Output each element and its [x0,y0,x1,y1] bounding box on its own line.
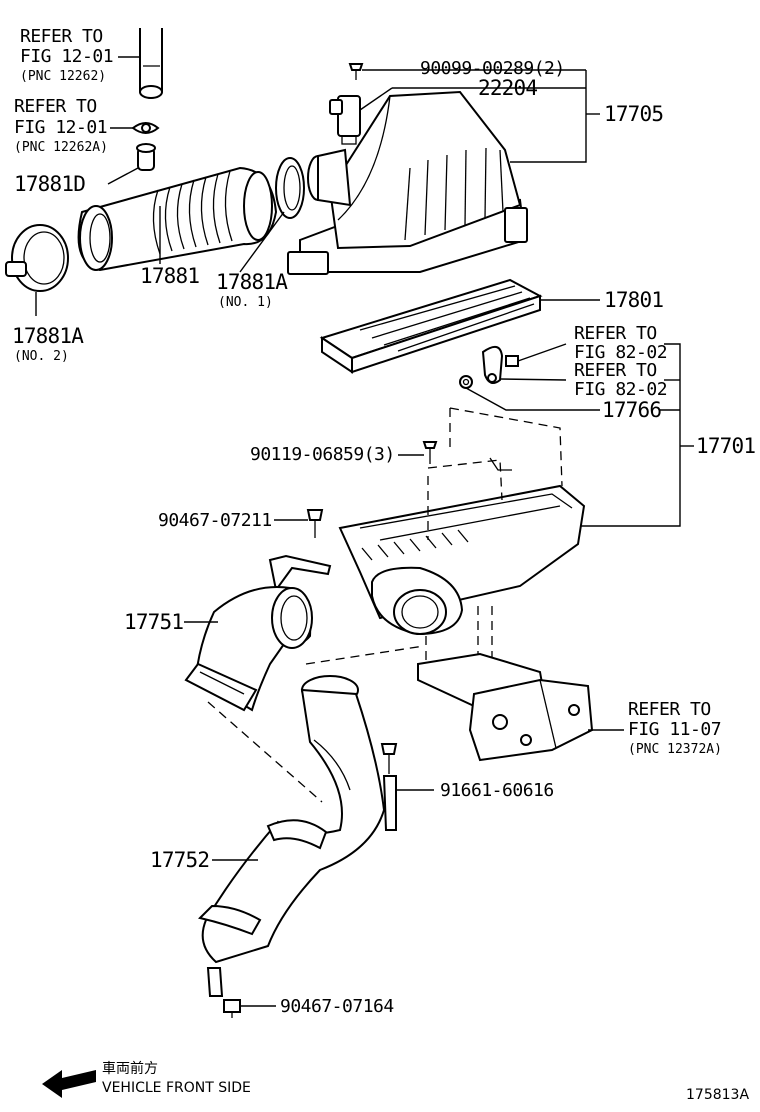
part-label-17881[interactable]: 17881 [140,264,200,288]
hose-clamp-no2-icon [5,224,69,292]
part-label-91661-60616[interactable]: 91661-60616 [440,780,554,801]
part-label-90467-07211[interactable]: 90467-07211 [158,510,272,531]
ref-fig-82-02-a-line2[interactable]: FIG 82-02 [574,342,668,363]
fitting-17881d-icon [136,143,156,171]
mount-bracket-ref-11-07-icon [417,652,594,762]
vehicle-front-label-jp: 車両前方 [102,1061,158,1077]
part-label-17752[interactable]: 17752 [150,848,210,872]
air-cleaner-case-17701-icon [338,457,586,636]
bolt-90467-07164-icon [223,999,241,1018]
vehicle-front-arrow-icon [42,1070,96,1098]
ref-fig-12-01-a-line2[interactable]: FIG 12-01 [20,46,114,67]
part-label-17705[interactable]: 17705 [604,102,664,126]
part-label-22204[interactable]: 22204 [478,76,538,100]
bolt-90467-07211-icon [306,509,324,538]
screw-90119-icon [422,441,438,464]
ref-fig-12-01-a-line1: REFER TO [20,26,103,47]
upper-intake-hose-icon [139,28,163,99]
ref-fig-11-07-line2[interactable]: FIG 11-07 [628,719,722,740]
part-label-17801[interactable]: 17801 [604,288,664,312]
ref-fig-11-07-line1: REFER TO [628,699,711,720]
ref-fig-82-02-a-line1: REFER TO [574,323,657,344]
ref-fig-12-01-b-line2[interactable]: FIG 12-01 [14,117,108,138]
intake-duct-17752-icon [198,675,397,997]
air-cleaner-cap-17705-icon [287,90,528,275]
ref-fig-11-07-line3: (PNC 12372A) [628,742,722,757]
leader-lines [35,56,694,1007]
air-cleaner-hose-17881-icon [77,166,278,272]
part-label-90119-06859[interactable]: 90119-06859(3) [250,444,395,465]
air-filter-element-17801-icon [319,278,543,374]
part-label-17881d[interactable]: 17881D [14,172,86,196]
part-label-17701[interactable]: 17701 [696,434,756,458]
part-note-17881a-no2: (NO. 2) [14,349,69,364]
part-label-90467-07164[interactable]: 90467-07164 [280,996,394,1017]
intake-resonator-17751-icon [184,554,332,712]
part-label-17766[interactable]: 17766 [602,398,662,422]
air-flow-sensor-22204-icon [329,95,361,145]
hose-clip-icon [131,122,160,134]
ref-fig-12-01-a-line3: (PNC 12262) [20,69,107,84]
part-label-90099-00289[interactable]: 90099-00289(2) [420,58,565,79]
part-note-17881a-no1: (NO. 1) [218,295,273,310]
part-label-17881a-no1[interactable]: 17881A [216,270,288,294]
screw-90099-icon [348,63,364,80]
grommet-17766-icon [459,375,473,389]
vehicle-front-label: VEHICLE FRONT SIDE [102,1080,251,1096]
bracket-ref-82-02-icon [481,345,519,385]
part-label-17881a-no2[interactable]: 17881A [12,324,84,348]
ref-fig-82-02-b-line1: REFER TO [574,360,657,381]
ref-fig-12-01-b-line3: (PNC 12262A) [14,140,108,155]
bolt-91661-60616-icon [380,743,398,774]
figure-id: 175813A [686,1087,750,1103]
hose-clamp-no1-icon [275,157,305,219]
ref-fig-12-01-b-line1: REFER TO [14,96,97,117]
part-label-17751[interactable]: 17751 [124,610,184,634]
ref-fig-82-02-b-line2[interactable]: FIG 82-02 [574,379,668,400]
